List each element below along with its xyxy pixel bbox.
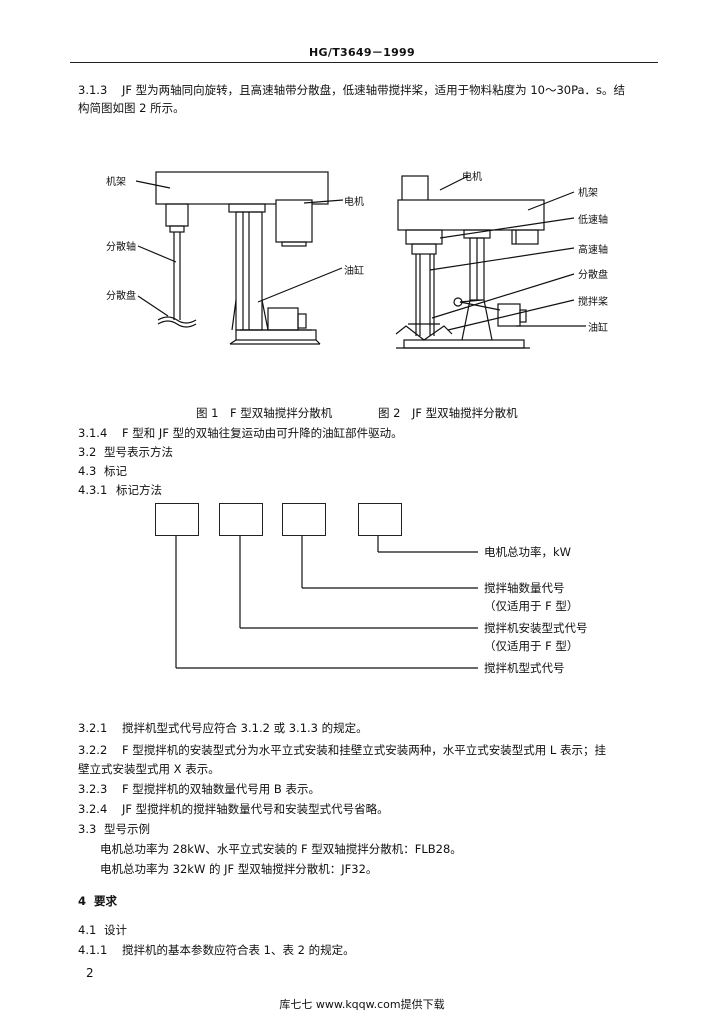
section-3-3: 3.3 型号示例	[78, 820, 150, 838]
para-text: F 型和 JF 型的双轴往复运动由可升降的油缸部件驱动。	[122, 426, 403, 440]
section-number: 3.2.1	[78, 721, 108, 735]
marking-label-power: 电机总功率，kW	[484, 545, 572, 559]
para-text: JF 型搅拌机的搅拌轴数量代号和安装型式代号省略。	[122, 802, 389, 816]
section-title: 型号示例	[104, 822, 150, 836]
fig2-label-low-shaft: 低速轴	[578, 215, 608, 226]
section-title: 要求	[94, 894, 117, 908]
fig2-label-high-shaft: 高速轴	[578, 245, 608, 256]
para-3-2-2: 3.2.2 F 型搅拌机的安装型式分为水平立式安装和挂壁立式安装两种，水平立式安装…	[78, 741, 606, 759]
example-2: 电机总功率为 32kW 的 JF 型双轴搅拌分散机：JF32。	[100, 862, 378, 876]
marking-note-shaft-count: （仅适用于 F 型）	[484, 599, 579, 613]
example-1: 电机总功率为 28kW、水平立式安装的 F 型双轴搅拌分散机：FLB28。	[100, 842, 462, 856]
section-number: 4.1.1	[78, 943, 108, 957]
fig1-label-disp-shaft: 分散轴	[106, 242, 136, 253]
section-number: 3.2	[78, 445, 97, 459]
section-number: 3.2.3	[78, 782, 108, 796]
section-number: 3.1.3	[78, 83, 108, 97]
fig2-motor	[401, 175, 429, 203]
para-3-2-3: 3.2.3 F 型搅拌机的双轴数量代号用 B 表示。	[78, 780, 320, 798]
section-4: 4 要求	[78, 892, 117, 910]
fig1-drawing	[135, 171, 344, 345]
fig2-label-cylinder: 油缸	[588, 323, 608, 334]
marking-box-power	[358, 503, 402, 536]
section-title: 标记	[104, 464, 127, 478]
para-3-1-3-cont: 构简图如图 2 所示。	[78, 101, 185, 115]
marking-label-shaft-count: 搅拌轴数量代号	[484, 581, 565, 595]
fig1-label-frame: 机架	[106, 177, 126, 188]
section-number: 4.3	[78, 464, 97, 478]
section-number: 3.2.2	[78, 743, 108, 757]
para-text: F 型搅拌机的安装型式分为水平立式安装和挂壁立式安装两种，水平立式安装型式用 L…	[122, 743, 606, 757]
section-number: 4	[78, 894, 87, 908]
para-3-1-4: 3.1.4 F 型和 JF 型的双轴往复运动由可升降的油缸部件驱动。	[78, 424, 403, 442]
section-number: 3.3	[78, 822, 97, 836]
marking-label-model-type: 搅拌机型式代号	[484, 661, 565, 675]
marking-box-shaft-count	[282, 503, 326, 536]
download-footer: 库七七 www.kqqw.com提供下载	[279, 998, 445, 1011]
para-3-2-1: 3.2.1 搅拌机型式代号应符合 3.1.2 或 3.1.3 的规定。	[78, 719, 368, 737]
section-title: 设计	[104, 923, 127, 937]
para-3-2-2-cont: 壁立式安装型式用 X 表示。	[78, 762, 220, 776]
para-text: 搅拌机的基本参数应符合表 1、表 2 的规定。	[122, 943, 355, 957]
fig2-label-motor: 电机	[462, 172, 482, 183]
section-number: 3.2.4	[78, 802, 108, 816]
para-text: 搅拌机型式代号应符合 3.1.2 或 3.1.3 的规定。	[122, 721, 368, 735]
fig1-label-disp-disc: 分散盘	[106, 291, 136, 302]
section-4-3: 4.3 标记	[78, 462, 127, 480]
section-title: 型号表示方法	[104, 445, 173, 459]
section-3-2: 3.2 型号表示方法	[78, 443, 173, 461]
fig1-caption: 图 1 F 型双轴搅拌分散机	[196, 406, 333, 420]
fig1-label-motor: 电机	[344, 197, 364, 208]
fig2-label-frame: 机架	[578, 188, 598, 199]
fig2-label-disp-disc: 分散盘	[578, 270, 608, 281]
fig2-label-paddle: 搅拌桨	[578, 297, 608, 308]
header-rule	[70, 62, 658, 63]
para-text: JF 型为两轴同向旋转，且高速轴带分散盘，低速轴带搅拌桨，适用于物料粘度为 10…	[122, 83, 626, 97]
page-header: HG/T3649－1999	[309, 46, 415, 59]
fig2-frame-arm	[397, 199, 545, 231]
section-number: 4.3.1	[78, 483, 108, 497]
para-3-2-4: 3.2.4 JF 型搅拌机的搅拌轴数量代号和安装型式代号省略。	[78, 800, 389, 818]
section-number: 4.1	[78, 923, 97, 937]
para-4-1-1: 4.1.1 搅拌机的基本参数应符合表 1、表 2 的规定。	[78, 941, 355, 959]
section-4-1: 4.1 设计	[78, 921, 127, 939]
fig2-drawing	[395, 175, 586, 349]
section-number: 3.1.4	[78, 426, 108, 440]
page-number: 2	[86, 966, 94, 980]
marking-diagram-lines	[175, 535, 478, 669]
marking-note-install-type: （仅适用于 F 型）	[484, 639, 579, 653]
fig1-label-cylinder: 油缸	[344, 266, 364, 277]
section-4-3-1: 4.3.1 标记方法	[78, 481, 162, 499]
para-text: F 型搅拌机的双轴数量代号用 B 表示。	[122, 782, 320, 796]
fig1-frame-arm	[155, 171, 329, 205]
marking-box-install-type	[219, 503, 263, 536]
marking-label-install-type: 搅拌机安装型式代号	[484, 621, 588, 635]
fig2-caption: 图 2 JF 型双轴搅拌分散机	[378, 406, 518, 420]
para-3-1-3: 3.1.3 JF 型为两轴同向旋转，且高速轴带分散盘，低速轴带搅拌桨，适用于物料粘…	[78, 81, 625, 99]
marking-box-model-type	[155, 503, 199, 536]
fig1-motor	[275, 199, 313, 243]
section-title: 标记方法	[116, 483, 162, 497]
